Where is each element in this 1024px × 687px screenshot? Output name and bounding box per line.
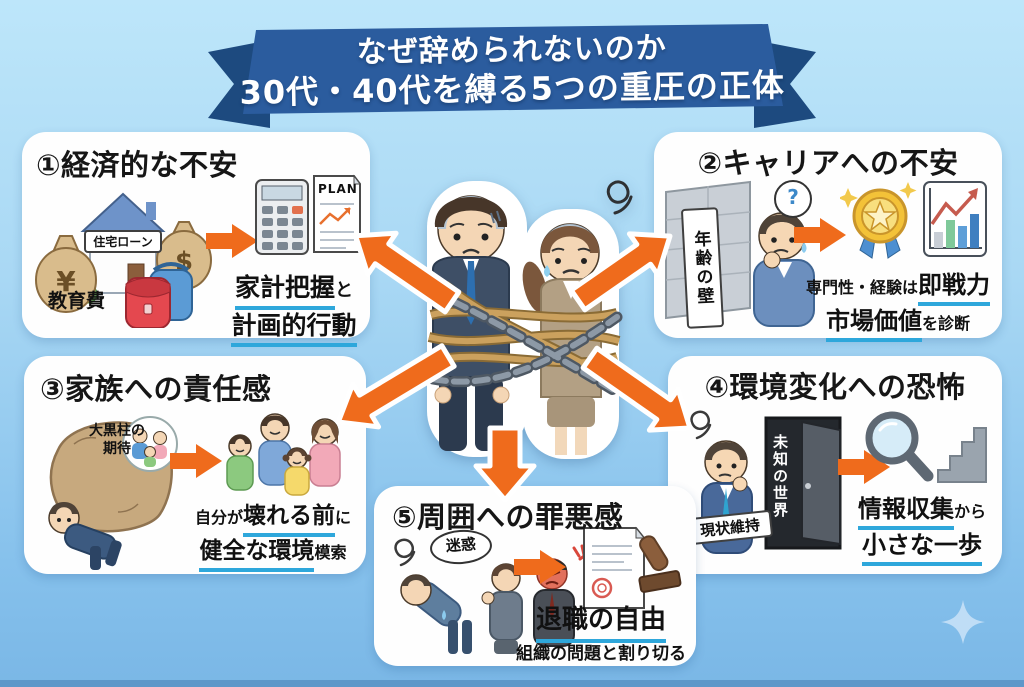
- card-guilt-to-others: ⑤周囲への罪悪感: [374, 486, 696, 666]
- card5-heading: ⑤周囲への罪悪感: [392, 500, 624, 534]
- thinking-man-icon: [753, 212, 815, 327]
- bottom-edge-strip: [0, 680, 1024, 687]
- breadwinner-rock-label: 大黒柱の 期待: [74, 422, 160, 458]
- worry-swirl-icon: [690, 410, 712, 440]
- card5-result-text: 退職の自由 組織の問題と割り切る: [516, 605, 686, 664]
- card4-result-text: 情報収集から 小さな一歩: [848, 494, 996, 567]
- backpack-red-icon: [125, 277, 171, 328]
- card-economic-anxiety: ①経済的な不安 ¥ $: [22, 132, 370, 347]
- arrow-icon: [170, 444, 222, 478]
- sparkle-icon: [941, 600, 985, 644]
- bound-couple-illustration: [405, 165, 635, 469]
- mortgage-sign-label: 住宅ローン: [84, 230, 162, 253]
- dizzy-swirl-icon: [606, 180, 633, 215]
- card4-heading: ④環境変化への恐怖: [704, 370, 966, 404]
- rock-label-line1: 大黒柱の: [89, 423, 145, 439]
- plan-label: PLAN: [318, 182, 358, 196]
- rock-label-line2: 期待: [103, 441, 131, 458]
- burden-rock-man-icons: [48, 416, 178, 570]
- carrying-man-icon: [48, 502, 122, 570]
- age-wall-sign-label: 年齢の壁: [680, 207, 725, 329]
- card2-result-text: 専門性・経験は即戦力 市場価値を診断: [798, 270, 998, 343]
- magnifier-stairs-icons: [865, 411, 987, 483]
- complaining-woman-icon: [481, 563, 523, 654]
- svg-text:¥: ¥: [56, 265, 76, 298]
- arrow-icon: [794, 218, 846, 252]
- money-house-backpack-icons: ¥ $: [35, 192, 212, 328]
- growth-chart-icon: [923, 181, 987, 257]
- bowing-man-icon: [400, 574, 472, 654]
- arrow-icon: [514, 550, 566, 584]
- unknown-world-door-label: 未知の世界: [771, 434, 789, 519]
- family-circle-icon: [122, 416, 178, 472]
- card1-result-text: 家計把握と 計画的行動: [224, 272, 364, 347]
- unknown-door-icon: [764, 416, 842, 550]
- medal-chart-icons: [840, 181, 987, 259]
- medal-icon: [840, 182, 917, 259]
- question-bubble-label: ?: [774, 180, 812, 218]
- card-career-anxiety: ②キャリアへの不安 年齢の壁 ?: [654, 132, 1002, 343]
- worry-swirl-icon: [394, 538, 416, 567]
- card-family-responsibility: ③家族への責任感 大黒柱の 期待: [24, 356, 366, 574]
- banner-title: なぜ辞められないのか 30代・40代を縛る5つの重圧の正体: [0, 26, 1024, 116]
- magnifier-icon: [865, 411, 934, 482]
- arrow-icon: [206, 224, 258, 258]
- hesitant-man-door-icons: [690, 410, 842, 554]
- card2-heading: ②キャリアへの不安: [697, 146, 959, 180]
- calculator-plan-icons: [255, 174, 361, 255]
- education-cost-label: 教育費: [48, 290, 106, 312]
- money-bag-yen-icon: ¥: [35, 235, 97, 313]
- resignation-document-icon: [583, 526, 682, 609]
- card1-heading: ①経済的な不安: [36, 148, 239, 182]
- card3-heading: ③家族への責任感: [40, 372, 272, 406]
- card-fear-of-change: ④環境変化への恐怖 未知の世界 現状維持: [668, 356, 1002, 574]
- happy-family-icon: [226, 413, 341, 496]
- hanko-stamp-icon: [638, 535, 682, 593]
- card3-result-text: 自分が壊れる前に 健全な環境模索: [182, 502, 364, 572]
- plan-document-icon: [313, 174, 361, 253]
- stairs-icon: [937, 427, 987, 483]
- calculator-icon: [255, 179, 309, 255]
